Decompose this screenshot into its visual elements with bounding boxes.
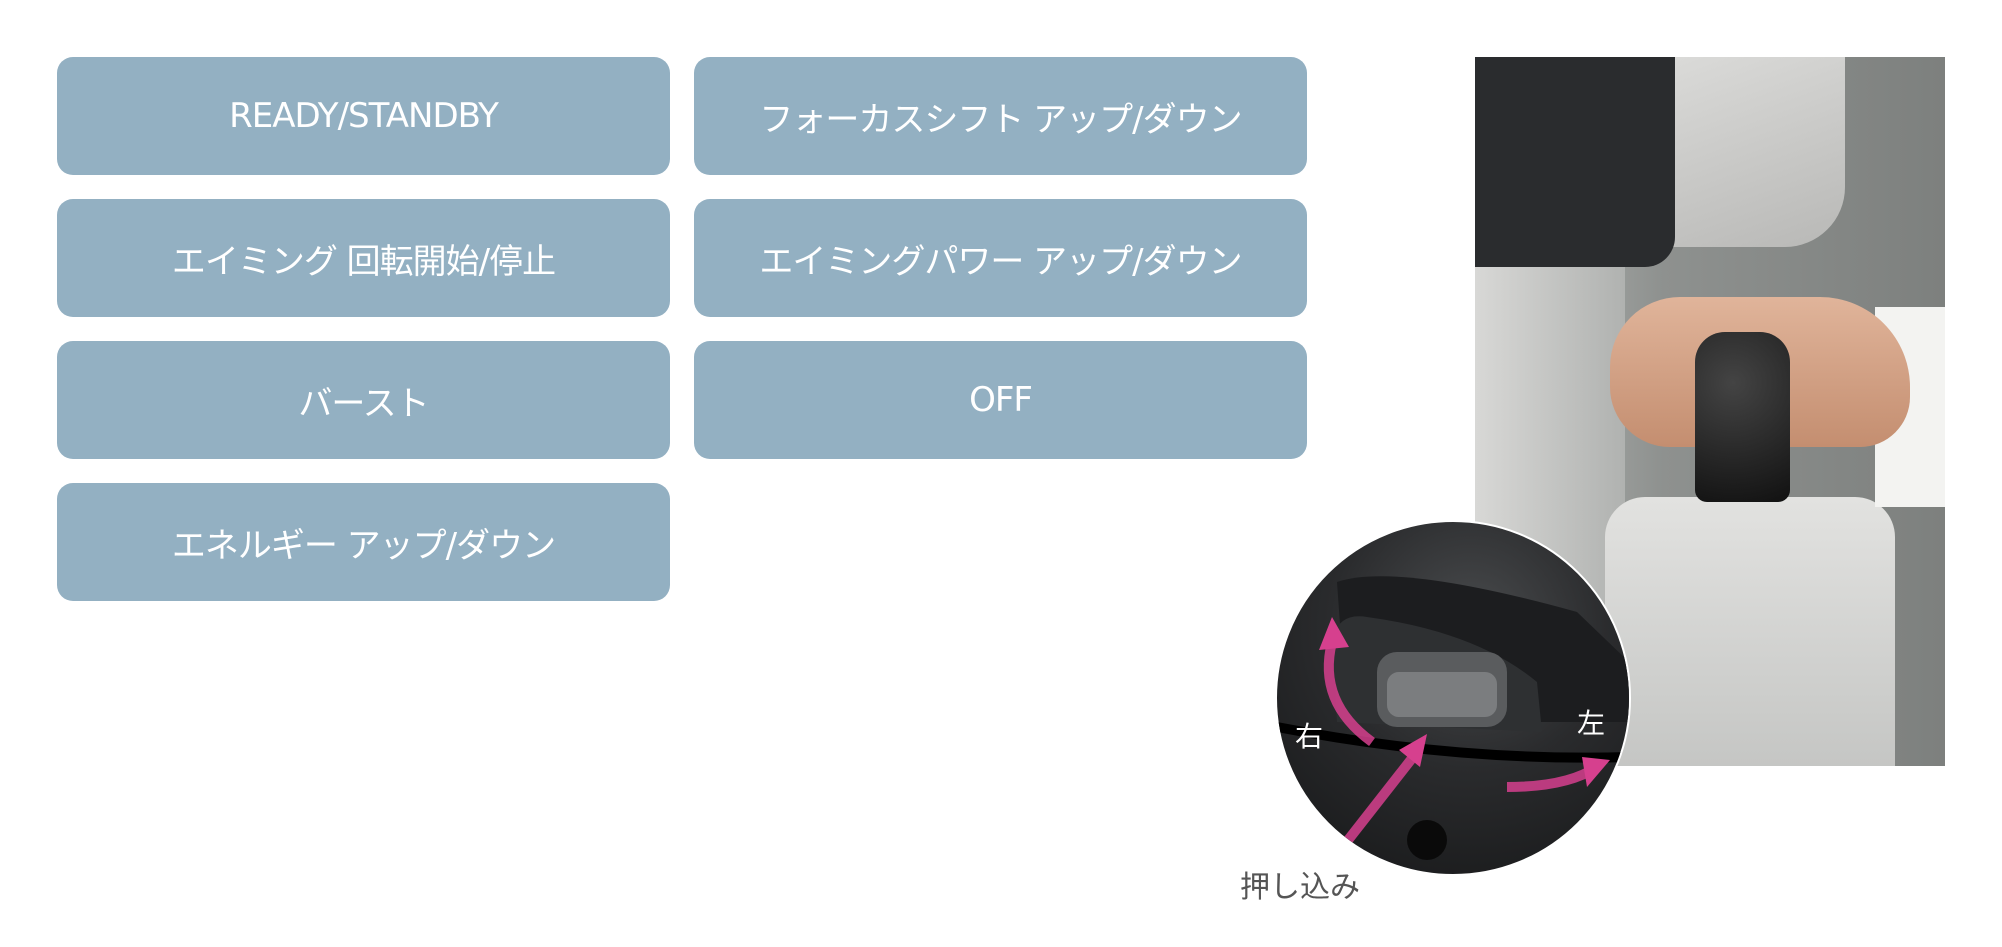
ready-standby-button[interactable]: READY/STANDBY bbox=[57, 57, 670, 175]
off-button[interactable]: OFF bbox=[694, 341, 1307, 459]
device-joystick-photo bbox=[1475, 57, 1945, 766]
aiming-power-button[interactable]: エイミングパワー アップ/ダウン bbox=[694, 199, 1307, 317]
aiming-rotation-button[interactable]: エイミング 回転開始/停止 bbox=[57, 199, 670, 317]
focus-shift-button[interactable]: フォーカスシフト アップ/ダウン bbox=[694, 57, 1307, 175]
knob-detail-inset: 右 左 bbox=[1275, 520, 1631, 876]
burst-button[interactable]: バースト bbox=[57, 341, 670, 459]
left-rotation-label: 左 bbox=[1577, 707, 1606, 740]
right-rotation-label: 右 bbox=[1295, 720, 1324, 753]
push-label: 押し込み bbox=[1240, 870, 1360, 905]
energy-button[interactable]: エネルギー アップ/ダウン bbox=[57, 483, 670, 601]
